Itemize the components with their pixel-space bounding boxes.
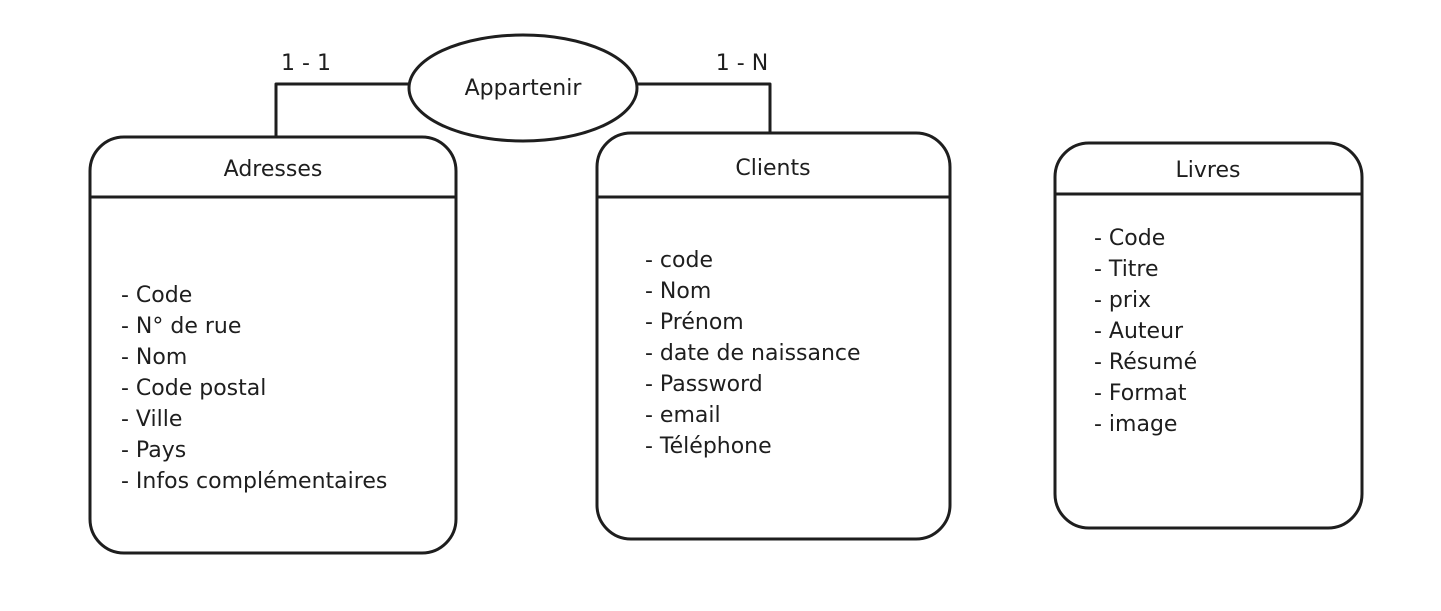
attribute-item: - Auteur	[1094, 319, 1184, 344]
attribute-item: - Téléphone	[645, 434, 772, 459]
attribute-item: - Password	[645, 372, 763, 397]
cardinality-left: 1 - 1	[281, 51, 331, 76]
attribute-item: - Format	[1094, 381, 1187, 406]
attribute-item: - Code	[1094, 226, 1165, 251]
attribute-item: - date de naissance	[645, 341, 861, 366]
attribute-item: - Nom	[645, 279, 711, 304]
cardinality-right: 1 - N	[716, 51, 768, 76]
attribute-item: - Résumé	[1094, 350, 1197, 375]
entity-title: Clients	[735, 156, 810, 181]
connector-clients	[635, 82, 772, 135]
attribute-item: - Prénom	[645, 310, 744, 335]
attribute-item: - image	[1094, 412, 1177, 437]
entity-title: Adresses	[224, 157, 323, 182]
attribute-item: - prix	[1094, 288, 1151, 313]
attribute-item: - Titre	[1094, 257, 1159, 282]
entity-box	[595, 131, 952, 541]
attribute-item: - email	[645, 403, 721, 428]
entity-livres: Livres - Code - Titre - prix - Auteur - …	[1053, 141, 1364, 530]
entity-title: Livres	[1176, 158, 1241, 183]
attribute-item: - Nom	[121, 345, 187, 370]
entity-box	[88, 135, 458, 555]
entity-adresses: Adresses - Code - N° de rue - Nom - Code…	[88, 135, 458, 555]
relationship-ellipse	[407, 33, 639, 143]
relationship-appartenir: Appartenir	[407, 33, 639, 143]
attribute-item: - Pays	[121, 438, 186, 463]
connector-adresses	[274, 82, 411, 139]
attribute-item: - Infos complémentaires	[121, 469, 387, 494]
attribute-item: - Ville	[121, 407, 182, 432]
entity-clients: Clients - code - Nom - Prénom - date de …	[595, 131, 952, 541]
attribute-item: - N° de rue	[121, 314, 241, 339]
relationship-label: Appartenir	[465, 76, 583, 101]
entity-box	[1053, 141, 1364, 530]
attribute-item: - Code postal	[121, 376, 266, 401]
attribute-item: - code	[645, 248, 713, 273]
attribute-item: - Code	[121, 283, 192, 308]
